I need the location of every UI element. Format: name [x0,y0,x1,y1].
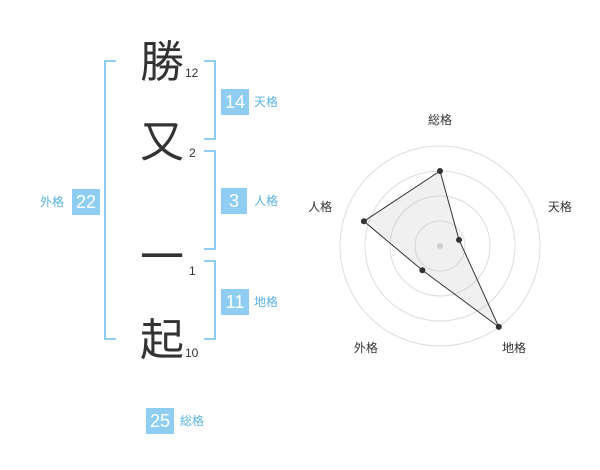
chikaku-value: 11 [221,289,249,315]
jinkaku-label: 人格 [254,194,279,208]
stroke-count-1: 12 [185,66,199,80]
gaikaku-label: 外格 [40,195,65,209]
radar-axis-label-1: 総格 [428,112,452,127]
chikaku-label: 地格 [254,295,279,309]
tenkaku-value: 14 [221,89,249,115]
name-char-2: 又 [140,117,184,168]
radar-ring-1 [414,220,466,272]
radar-axis-label-2: 天格 [548,199,572,214]
radar-point-1 [437,168,443,174]
name-char-4: 起 [140,315,184,366]
tenkaku-label: 天格 [254,95,279,109]
stroke-count-3: 1 [189,264,196,278]
radar-axis-label-5: 人格 [308,199,332,214]
radar-center-dot [437,243,443,249]
stroke-count-4: 10 [185,346,199,360]
name-char-1: 勝 [140,37,184,88]
radar-point-5 [360,218,367,225]
radar-axis-label-4: 外格 [354,340,378,355]
radar-rings [339,145,541,347]
radar-ring-2 [389,195,491,297]
gaikaku-bracket [104,60,116,340]
soukaku-label: 総格 [180,414,205,428]
stroke-count-2: 2 [189,146,196,160]
tenkaku-bracket [204,60,216,140]
radar-point-2 [456,236,463,243]
radar-axis-label-3: 地格 [502,340,526,355]
radar-points [360,168,502,330]
soukaku-value: 25 [146,408,174,434]
radar-point-4 [419,267,426,274]
radar-ring-4 [339,145,541,347]
jinkaku-bracket [204,150,216,250]
name-char-3: 一 [140,232,184,283]
jinkaku-value: 3 [221,188,247,214]
radar-area [363,170,500,328]
gaikaku-value: 22 [72,189,100,215]
radar-point-3 [495,323,502,330]
chikaku-bracket [204,260,216,340]
